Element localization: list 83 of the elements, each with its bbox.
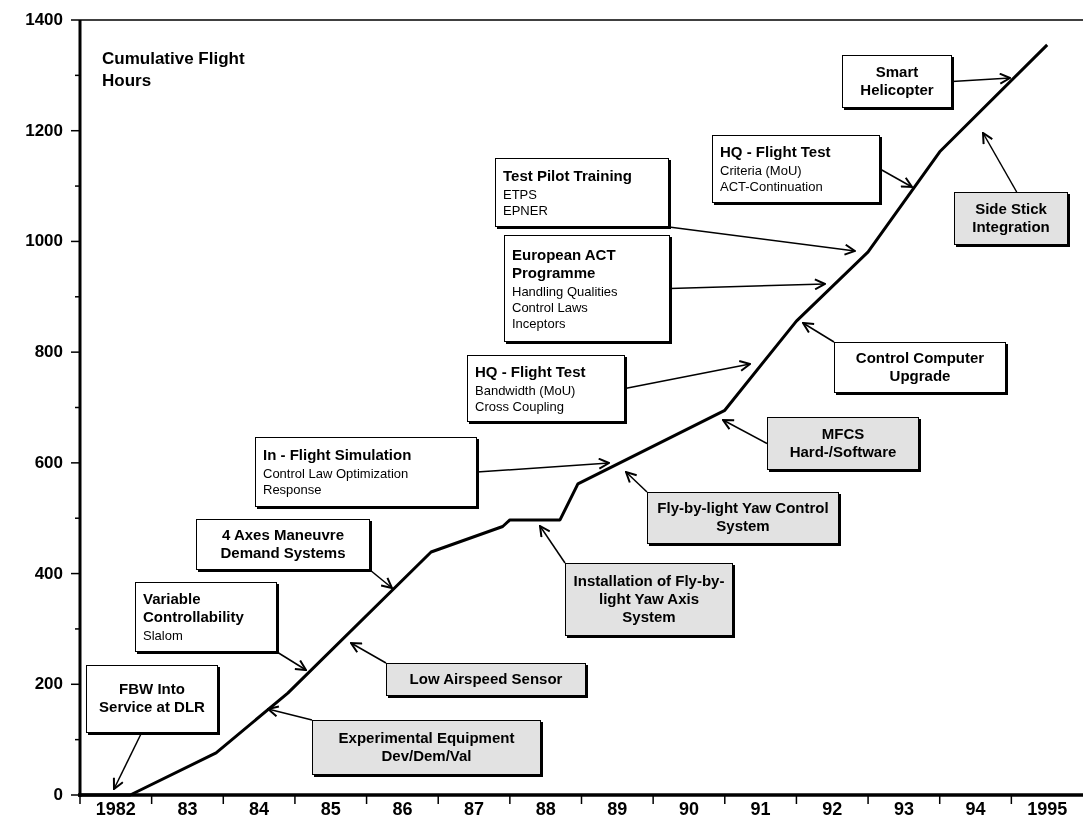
annotation-box [565,563,733,636]
axis-tick-label: 87 [463,798,486,820]
box-text: ACT-Continuation [720,179,823,195]
box-text: EPNER [503,202,548,219]
axis-tick-label: 83 [176,798,199,820]
box-text: Response [263,482,322,498]
arrow [802,322,835,343]
box-heading: In - Flight Simulation [263,446,412,464]
arrow [267,705,313,721]
annotation-box [834,342,1006,393]
annotation-box [386,663,586,696]
box-text: Cross Coupling [475,398,564,415]
box-heading: Control Computer Upgrade [854,348,986,385]
axis-tick-label: 1400 [24,10,63,30]
box-heading: MFCS Hard-/Software [788,424,898,461]
annotation-box [647,492,839,544]
box-text: Control Law Optimization [263,466,409,482]
box-heading: HQ - Flight Test [475,362,586,381]
arrow [276,651,307,671]
arrow [625,471,648,493]
arrow [879,168,913,188]
box-text: Handling Qualities [512,283,618,300]
axis-tick-label: 88 [534,798,557,820]
axis-tick-label: 85 [319,798,342,820]
box-heading: Variable Controllability [143,590,245,626]
arrow [539,525,566,564]
arrow [669,278,826,291]
annotation-box [954,192,1068,245]
axis-tick-label: 91 [749,798,772,820]
annotation-box [312,720,541,775]
arrow [982,132,1018,193]
arrow [476,457,610,473]
arrow [668,226,856,256]
box-heading: Fly-by-light Yaw Control System [656,499,830,535]
box-heading: FBW Into Service at DLR [98,680,206,716]
box-text: ETPS [503,186,537,203]
box-text: Criteria (MoU) [720,163,802,179]
annotation-box [196,519,370,570]
arrow [951,72,1011,85]
box-text: Bandwidth (MoU) [475,382,576,399]
annotation-box [86,665,218,733]
axis-tick-label: 800 [33,342,63,363]
arrow [369,569,393,589]
axis-title: Cumulative Flight Hours [102,48,246,92]
box-heading: Low Airspeed Sensor [409,669,563,688]
arrow [350,642,387,664]
axis-tick-label: 92 [821,798,844,820]
annotation-box [255,437,477,507]
arrow [722,419,768,445]
axis-tick-label: 200 [33,674,63,695]
axis-tick-label: 1995 [1026,798,1069,820]
annotation-box [504,235,670,342]
box-heading: Installation of Fly-by-light Yaw Axis System [573,571,725,626]
axis-tick-label: 94 [964,798,987,820]
box-heading: Experimental Equipment Dev/Dem/Val [337,728,516,765]
axis-tick-label: 0 [52,785,63,805]
axis-tick-label: 93 [892,798,915,820]
box-text: Control Laws [512,299,588,316]
annotation-box [712,135,880,203]
box-text: Slalom [143,628,183,644]
box-heading: Test Pilot Training [503,166,632,185]
box-heading: 4 Axes Maneuvre Demand Systems [219,525,347,562]
axis-tick-label: 1982 [94,798,137,820]
arrow [624,360,751,390]
box-heading: Side Stick Integration [971,199,1051,236]
box-heading: HQ - Flight Test [720,143,831,161]
annotation-box [467,355,625,422]
axis-tick-label: 90 [677,798,700,820]
annotation-box [135,582,277,652]
annotation-box [767,417,919,470]
axis-tick-label: 600 [33,452,63,473]
axis-tick-label: 1200 [24,120,63,141]
box-heading: European ACT Programme [512,245,617,282]
box-heading: Smart Helicopter [859,62,935,99]
axis-tick-label: 84 [248,798,271,820]
arrow [112,732,143,790]
box-text: Inceptors [512,315,566,332]
annotation-box [842,55,952,108]
axis-tick-label: 86 [391,798,414,820]
axis-tick-label: 400 [33,563,63,584]
axis-tick-label: 1000 [24,231,63,252]
annotation-box [495,158,669,227]
axis-tick-label: 89 [606,798,629,820]
